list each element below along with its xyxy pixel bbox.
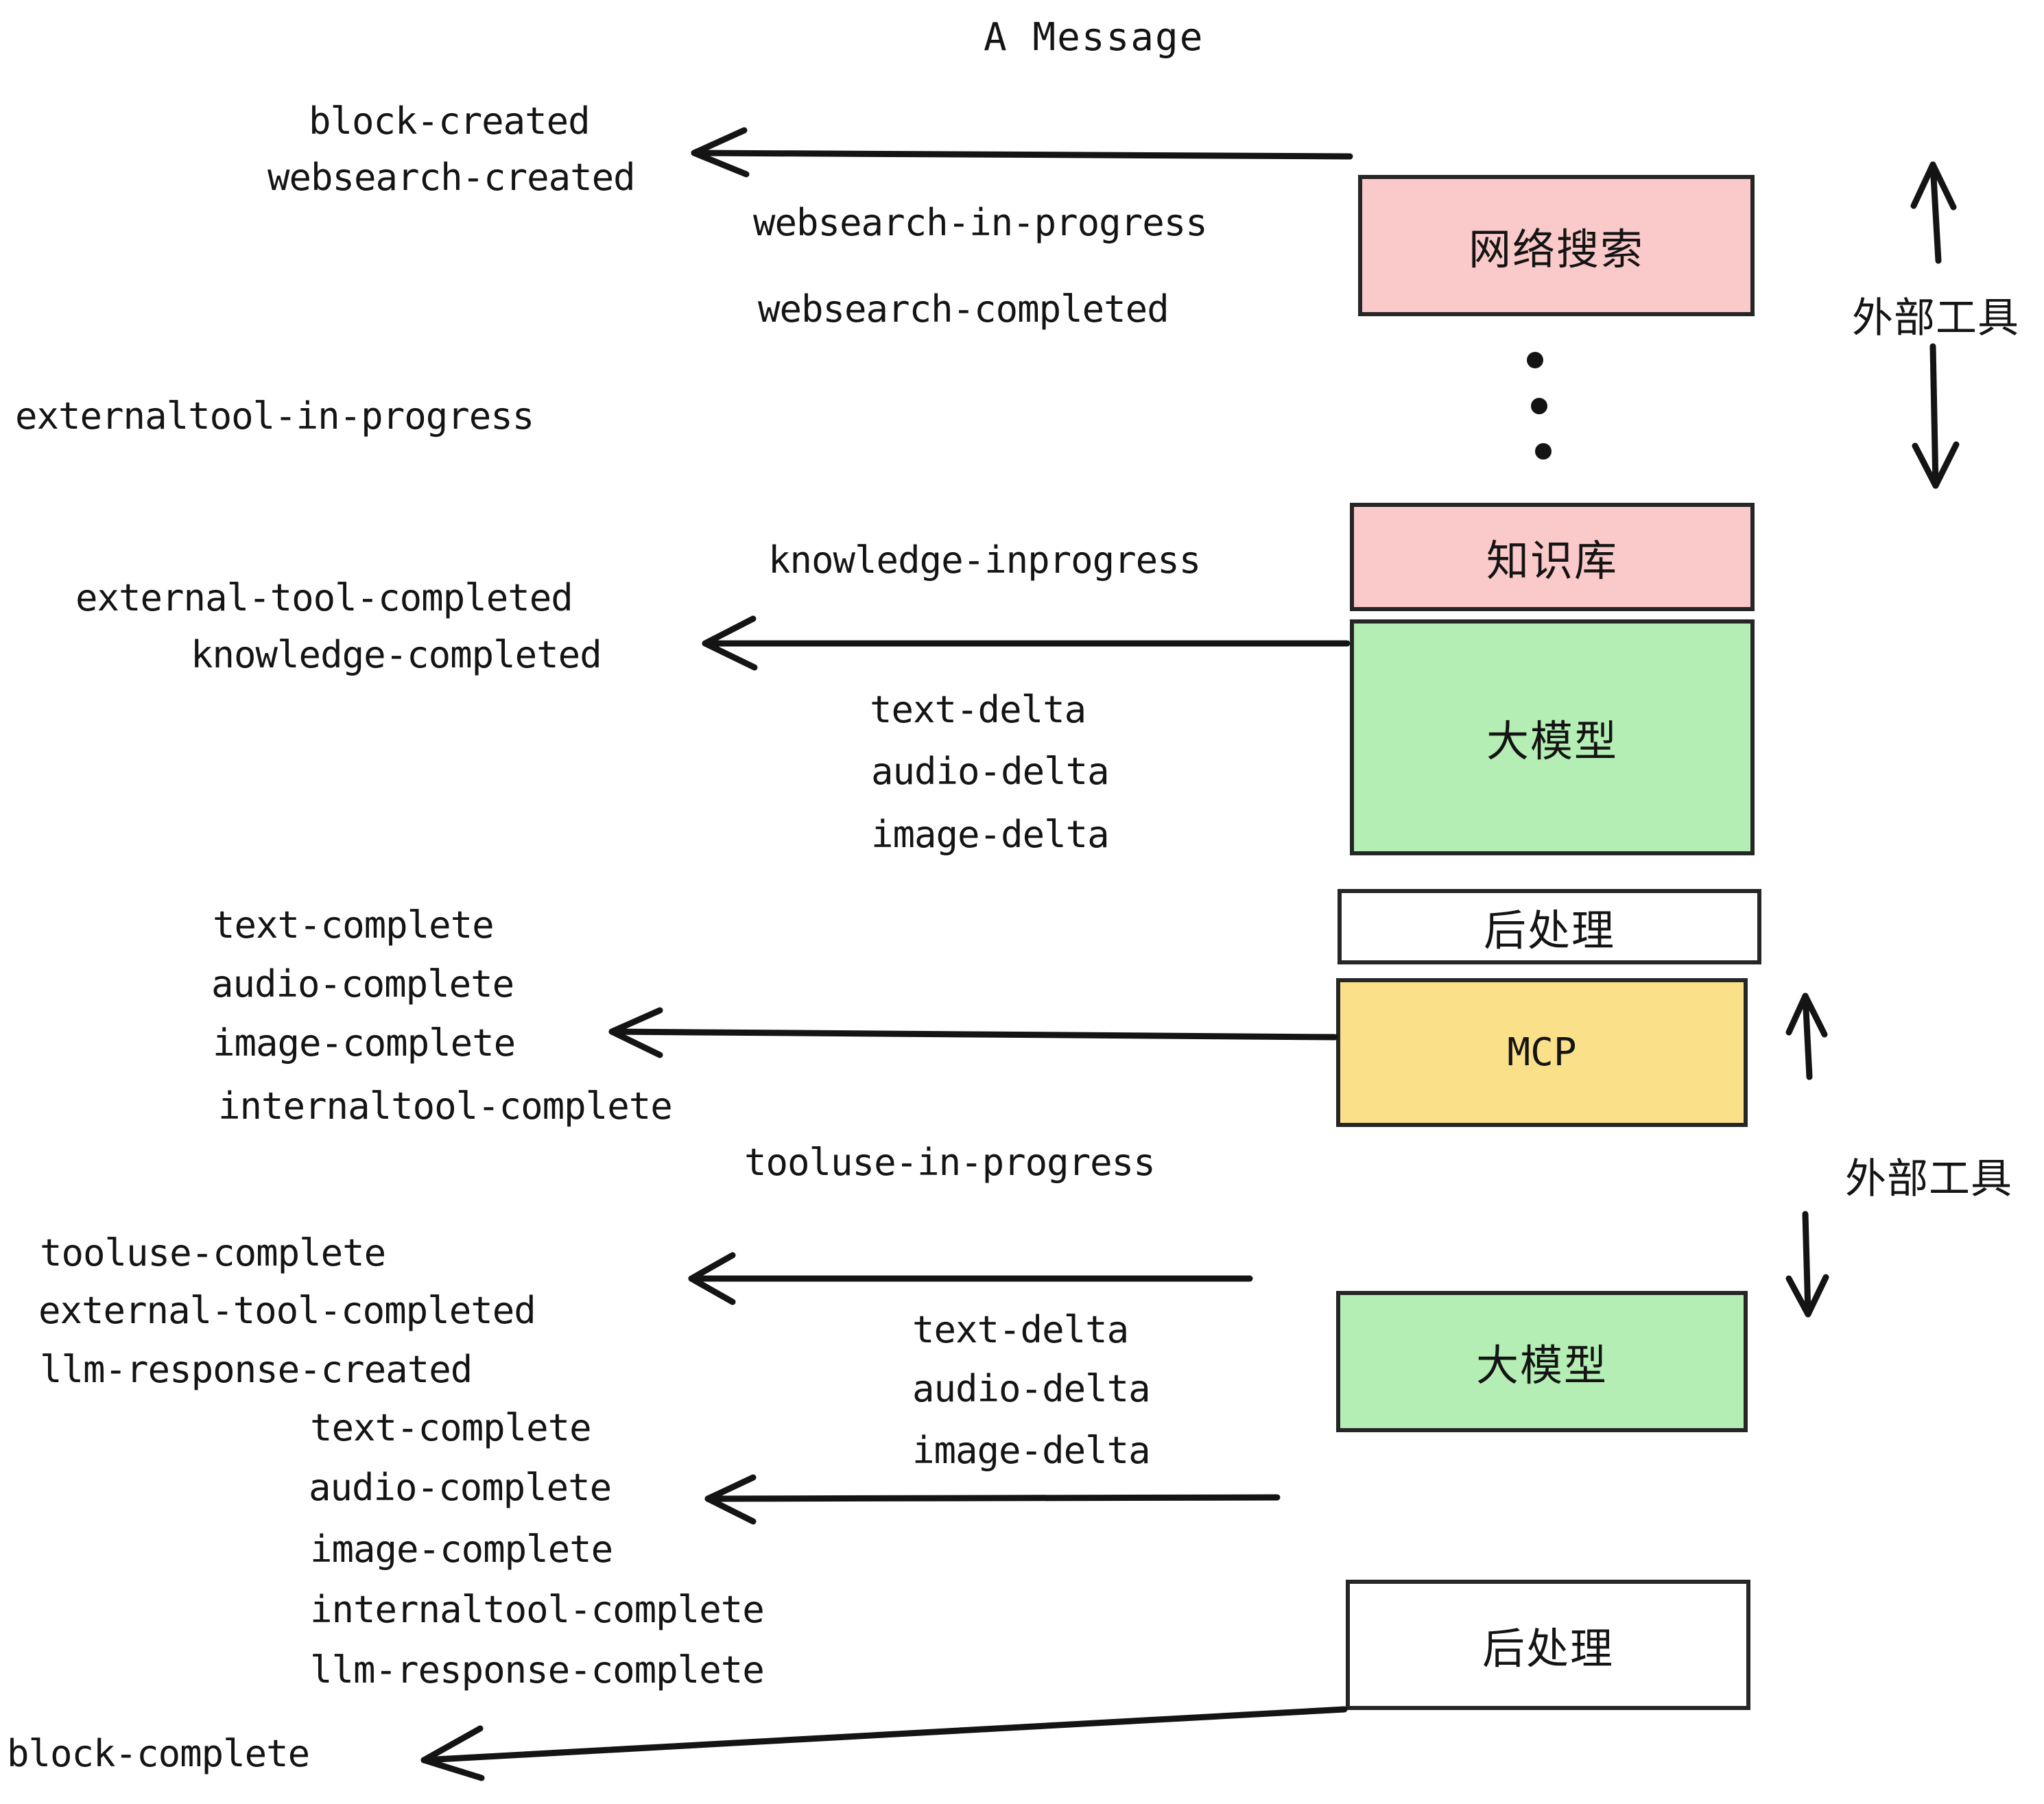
- event-text-delta-1: text-delta: [870, 688, 1086, 731]
- event-externaltool-in-progress: externaltool-in-progress: [15, 394, 534, 438]
- box-postprocess-bottom[interactable]: 后处理: [1346, 1580, 1750, 1710]
- event-tooluse-in-progress: tooluse-in-progress: [744, 1141, 1156, 1184]
- event-internaltool-complete-1: internaltool-complete: [218, 1084, 673, 1128]
- page-title: A Message: [984, 15, 1204, 60]
- event-block-created: block-created: [309, 99, 591, 143]
- event-websearch-created: websearch-created: [268, 156, 636, 199]
- event-image-complete-1: image-complete: [213, 1021, 516, 1065]
- event-block-complete: block-complete: [7, 1732, 310, 1775]
- arrow-websearch-to-created: [691, 127, 1353, 178]
- ellipsis-dot-3: [1535, 443, 1552, 460]
- box-postprocess-top-label: 后处理: [1483, 905, 1615, 956]
- arrow-postprocess-to-block-complete: [420, 1706, 1348, 1781]
- arrow-postprocess-to-image-complete: [608, 1007, 1338, 1058]
- arrow-knowledge-to-completed: [702, 615, 1351, 671]
- event-tooluse-complete: tooluse-complete: [40, 1231, 386, 1274]
- ellipsis-dot-1: [1527, 352, 1543, 368]
- event-image-delta-1: image-delta: [871, 813, 1110, 856]
- event-text-complete-1: text-complete: [213, 903, 495, 947]
- box-llm-top-label: 大模型: [1486, 716, 1618, 766]
- side-label-external-tools-top: 外部工具: [1852, 294, 2019, 342]
- box-llm-bottom-label: 大模型: [1475, 1340, 1608, 1390]
- event-image-delta-2: image-delta: [912, 1429, 1151, 1472]
- event-audio-delta-1: audio-delta: [871, 750, 1110, 793]
- box-websearch[interactable]: 网络搜索: [1358, 175, 1755, 316]
- event-external-tool-completed-2: external-tool-completed: [38, 1289, 536, 1332]
- event-external-tool-completed-1: external-tool-completed: [75, 576, 573, 619]
- box-mcp-label: MCP: [1507, 1030, 1577, 1075]
- event-image-complete-2: image-complete: [310, 1528, 613, 1571]
- bracket-external-tools-bottom: [1785, 993, 1829, 1318]
- event-websearch-completed: websearch-completed: [758, 287, 1169, 331]
- event-knowledge-completed: knowledge-completed: [191, 633, 602, 676]
- box-postprocess-top[interactable]: 后处理: [1338, 889, 1761, 964]
- arrow-llm-to-audio-complete: [704, 1474, 1281, 1525]
- event-llm-response-complete: llm-response-complete: [310, 1648, 765, 1692]
- event-audio-delta-2: audio-delta: [912, 1367, 1151, 1410]
- box-postprocess-bottom-label: 后处理: [1482, 1624, 1614, 1674]
- event-audio-complete-1: audio-complete: [211, 962, 514, 1006]
- box-knowledge[interactable]: 知识库: [1350, 503, 1755, 611]
- event-internaltool-complete-2: internaltool-complete: [310, 1588, 765, 1631]
- box-knowledge-label: 知识库: [1486, 536, 1618, 586]
- event-text-complete-2: text-complete: [310, 1406, 592, 1449]
- event-audio-complete-2: audio-complete: [309, 1466, 612, 1509]
- ellipsis-dot-2: [1531, 398, 1547, 414]
- box-llm-top[interactable]: 大模型: [1350, 619, 1755, 855]
- box-mcp[interactable]: MCP: [1336, 978, 1748, 1127]
- arrow-mcp-to-tooluse-complete: [688, 1252, 1253, 1305]
- box-websearch-label: 网络搜索: [1468, 224, 1644, 274]
- event-llm-response-created: llm-response-created: [40, 1348, 473, 1391]
- side-label-external-tools-bottom: 外部工具: [1845, 1155, 2012, 1203]
- box-llm-bottom[interactable]: 大模型: [1336, 1291, 1748, 1432]
- event-text-delta-2: text-delta: [912, 1308, 1129, 1351]
- event-knowledge-inprogress: knowledge-inprogress: [768, 538, 1201, 582]
- event-websearch-in-progress: websearch-in-progress: [753, 201, 1208, 244]
